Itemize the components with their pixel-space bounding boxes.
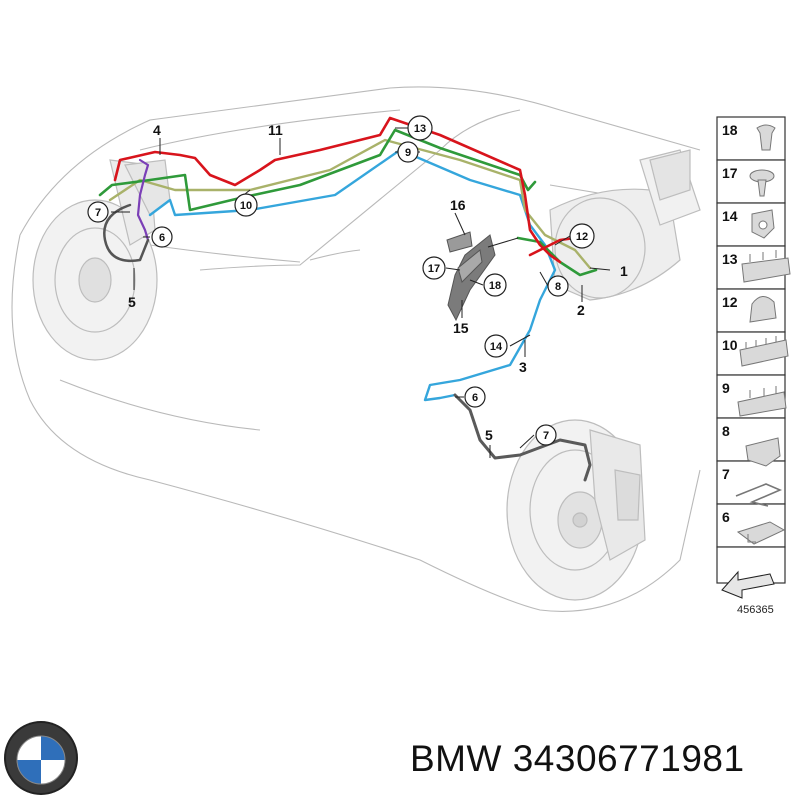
bracket-clip-icon — [736, 521, 786, 545]
circled-callouts: 7 6 10 13 9 12 8 17 — [87, 115, 595, 446]
brand-and-part-number: BMW 34306771981 — [410, 738, 745, 780]
circled-callout-13: 13 — [407, 115, 433, 141]
brand-name: BMW — [410, 738, 502, 779]
callout-5-front: 5 — [128, 294, 136, 310]
legend-icons — [721, 124, 791, 599]
callout-11: 11 — [268, 122, 283, 138]
legend-number-13: 13 — [722, 251, 738, 267]
svg-text:18: 18 — [489, 280, 501, 292]
circled-callout-12: 12 — [569, 223, 595, 249]
part-number: 34306771981 — [512, 738, 745, 779]
bmw-logo — [4, 721, 78, 795]
svg-text:12: 12 — [576, 231, 588, 243]
svg-text:6: 6 — [472, 392, 478, 404]
legend-box-18 — [716, 116, 786, 161]
brake-line-purple — [136, 158, 150, 242]
legend-number-8: 8 — [722, 423, 730, 439]
brake-booster — [549, 149, 701, 301]
brake-hose-rear — [453, 393, 592, 482]
callout-5-rear: 5 — [485, 427, 493, 443]
legend-number-18: 18 — [722, 122, 738, 138]
svg-text:8: 8 — [555, 281, 561, 293]
circled-callout-9: 9 — [397, 141, 419, 163]
screw-icon — [749, 169, 775, 197]
svg-text:13: 13 — [414, 123, 426, 135]
svg-text:17: 17 — [428, 263, 440, 275]
callout-2: 2 — [577, 302, 585, 318]
legend-number-6: 6 — [722, 509, 730, 525]
legend-number-7: 7 — [722, 466, 730, 482]
fastener-clip-icon — [745, 437, 781, 467]
brake-line-olive — [108, 138, 592, 270]
svg-text:9: 9 — [405, 147, 411, 159]
multi-line-holder-icon — [739, 336, 789, 367]
callout-16: 16 — [450, 197, 466, 213]
diagram-reference-number: 456365 — [737, 604, 774, 616]
circled-callout-6-rear: 6 — [464, 386, 486, 408]
callout-3: 3 — [519, 359, 527, 375]
svg-text:7: 7 — [95, 207, 101, 219]
circled-callout-7-rear: 7 — [535, 424, 557, 446]
brake-lines — [98, 116, 598, 482]
arrow-indicator-icon — [721, 570, 775, 599]
circled-callout-18: 18 — [483, 273, 507, 297]
legend-number-14: 14 — [722, 208, 738, 224]
circled-callout-10: 10 — [234, 193, 258, 217]
legend-number-9: 9 — [722, 380, 730, 396]
circled-callout-17: 17 — [422, 256, 446, 280]
rear-left-brake-disc — [506, 419, 646, 601]
callout-numbers: 4 11 5 16 15 1 2 3 5 — [128, 122, 628, 443]
legend-number-10: 10 — [722, 337, 738, 353]
single-clamp-icon — [749, 296, 777, 323]
spring-clip-icon — [735, 483, 783, 507]
circled-callout-7-front: 7 — [87, 201, 109, 223]
line-holder-icon — [737, 386, 787, 417]
clamp-icon — [751, 209, 775, 239]
front-left-brake-disc — [32, 159, 171, 361]
callout-1: 1 — [620, 263, 628, 279]
callout-4: 4 — [153, 122, 161, 138]
circled-callout-14: 14 — [484, 334, 508, 358]
legend-number-12: 12 — [722, 294, 738, 310]
circled-callout-8: 8 — [547, 275, 569, 297]
svg-text:7: 7 — [543, 430, 549, 442]
car-body-outline — [11, 86, 701, 612]
legend-number-17: 17 — [722, 165, 738, 181]
line-bracket-part-15 — [446, 231, 496, 322]
circled-callout-6-front: 6 — [151, 226, 173, 248]
svg-text:10: 10 — [240, 200, 252, 212]
svg-text:6: 6 — [159, 232, 165, 244]
brake-hose-front — [103, 203, 150, 263]
callout-15: 15 — [453, 320, 469, 336]
triple-line-holder-icon — [741, 250, 791, 283]
clip-icon — [756, 124, 776, 151]
svg-text:14: 14 — [490, 341, 503, 353]
